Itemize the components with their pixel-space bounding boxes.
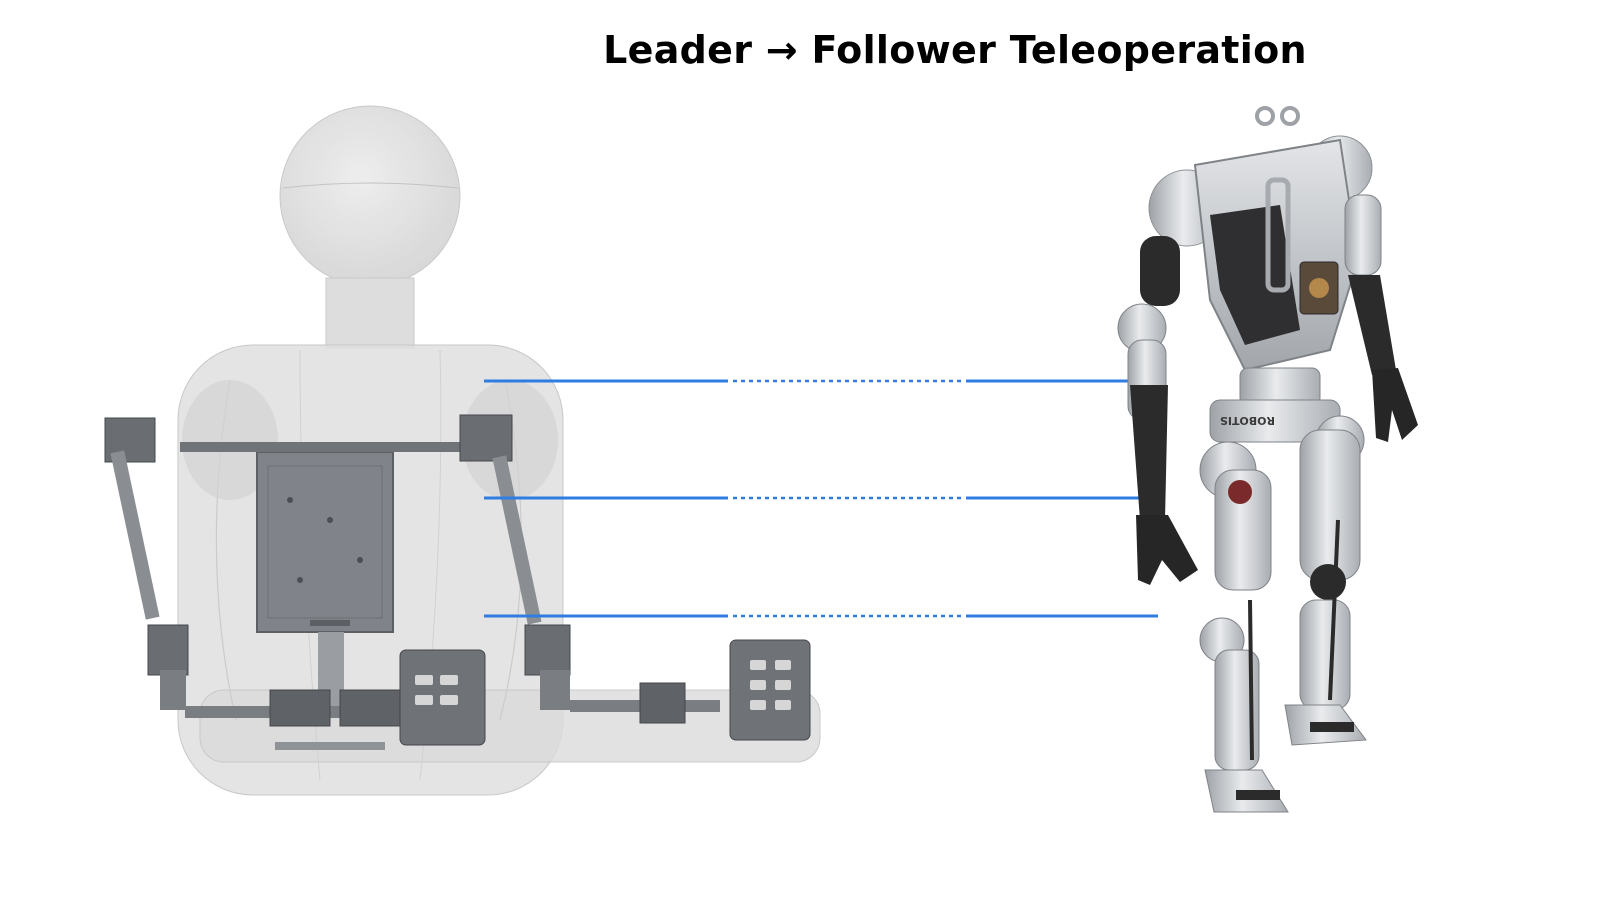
- leader-back-plate: [256, 451, 394, 706]
- mannequin-neck: [325, 277, 415, 349]
- follower-right-leg: [1284, 415, 1367, 746]
- follower-left-arm: [1117, 236, 1198, 585]
- mannequin-head: [279, 105, 461, 287]
- diagram-title: Leader → Follower Teleoperation: [603, 28, 1307, 72]
- follower-left-leg: [1199, 441, 1289, 813]
- leader-shoulder-bar: [180, 442, 470, 452]
- connector-lines: [484, 379, 1158, 618]
- follower-right-arm: [1344, 194, 1418, 442]
- follower-brand-label: ROBOTIS: [1220, 414, 1275, 427]
- leader-device: [104, 105, 821, 796]
- follower-robot: ROBOTIS: [1117, 106, 1418, 813]
- leader-left-arm: [104, 417, 486, 750]
